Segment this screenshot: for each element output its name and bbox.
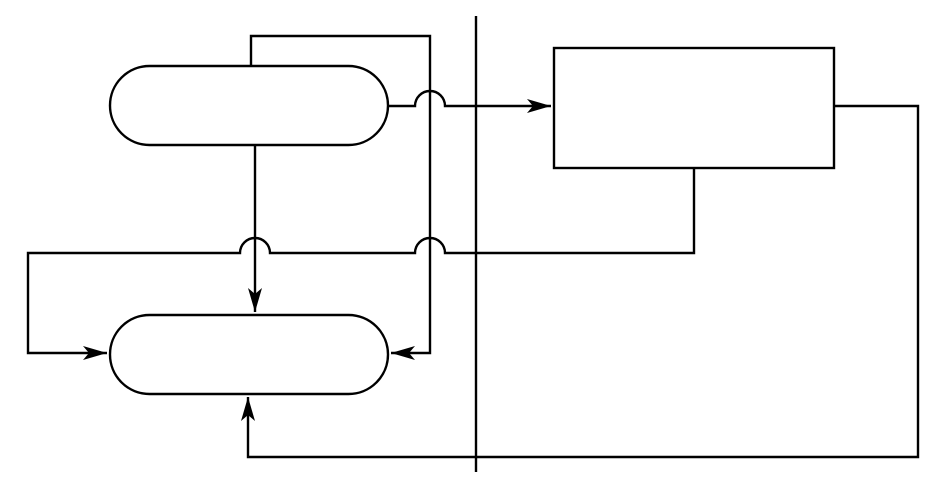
- upper-terminal: [108, 64, 390, 147]
- lower-terminal: [108, 313, 390, 396]
- connector-upper-to-box: [388, 89, 551, 113]
- connector-box-right-to-lower-bottom: [241, 104, 920, 459]
- process-box: [552, 46, 836, 170]
- connector-upper-top-loop-to-lower-right: [249, 34, 432, 360]
- connector-box-bottom-to-lower-left: [26, 168, 696, 360]
